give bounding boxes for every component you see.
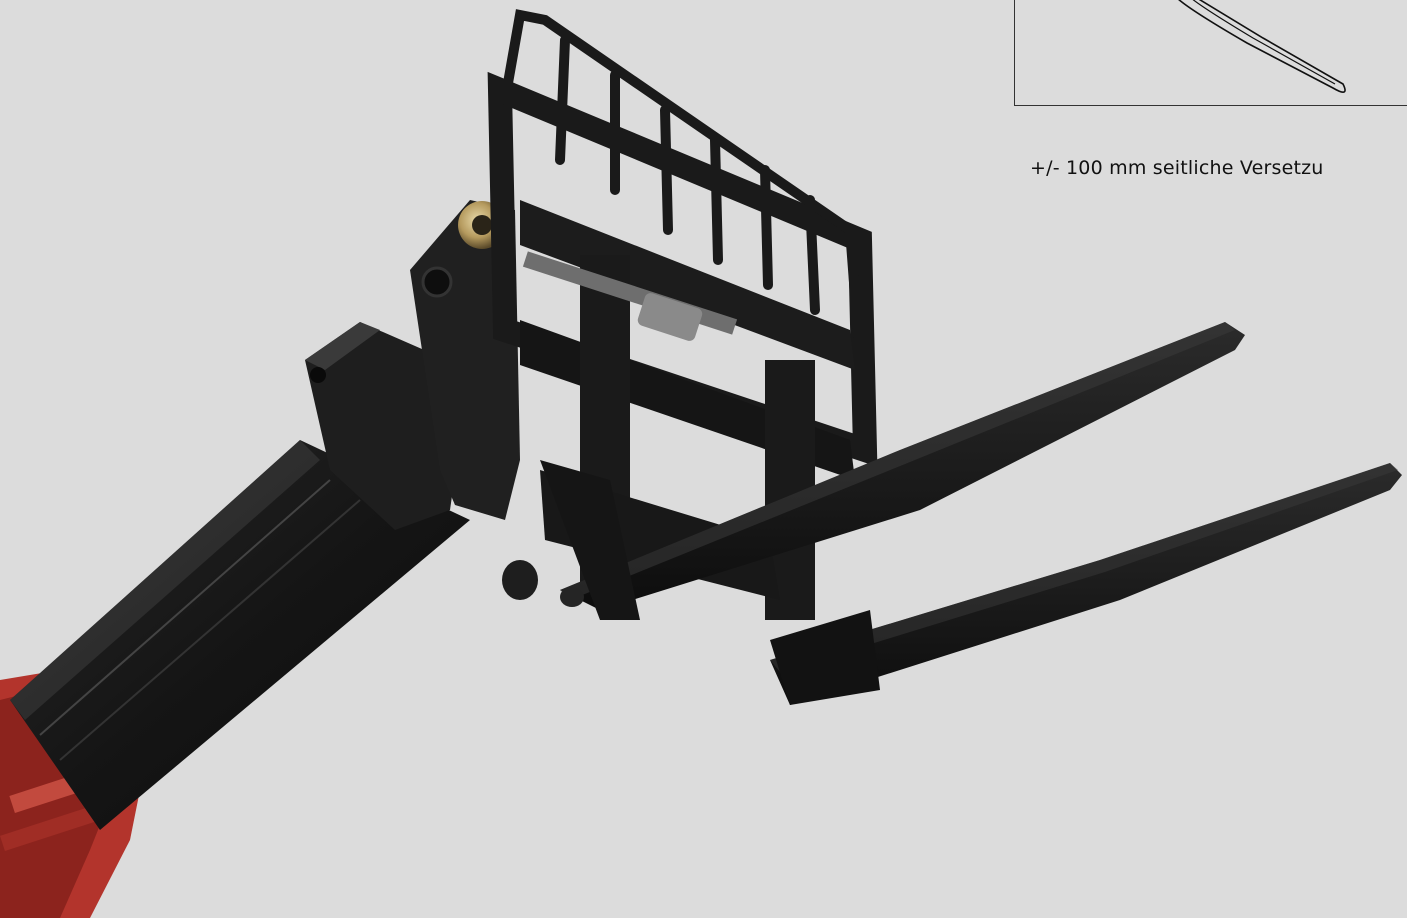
side-shift-caption: +/- 100 mm seitliche Versetzu: [1030, 157, 1324, 179]
telescopic-arm: [10, 440, 470, 830]
fork-heel: [502, 460, 640, 620]
fork-tine-lower: [770, 463, 1402, 705]
side-shift-diagram: [1014, 0, 1407, 106]
fork-tine-upper: [560, 322, 1245, 610]
shift-cylinder: [522, 251, 738, 341]
load-backrest: [500, 9, 863, 340]
fork-tine-outline-icon: [1178, 0, 1346, 93]
